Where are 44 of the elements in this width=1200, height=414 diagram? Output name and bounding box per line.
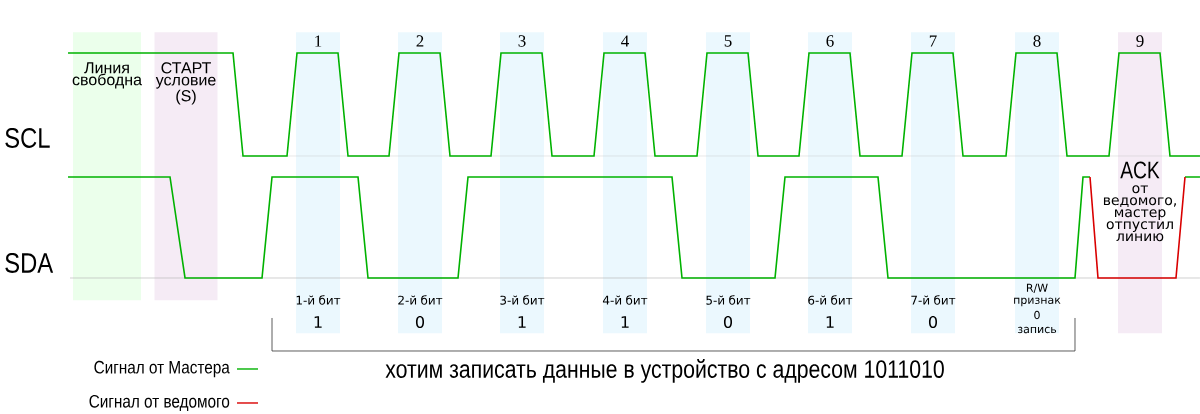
bit-label: 6-й бит	[808, 295, 853, 305]
bit-label: 0	[928, 315, 937, 329]
time-band	[398, 32, 443, 334]
bit-label: 0	[1034, 310, 1040, 320]
bit-label: 7-й бит	[911, 295, 956, 305]
time-band	[1103, 32, 1176, 334]
bit-number: 4	[621, 35, 629, 47]
bit-label: 4-й бит	[602, 295, 648, 305]
time-band	[1014, 32, 1061, 334]
bit-label: 1	[621, 316, 629, 328]
time-band	[500, 32, 545, 334]
bit-number: 5	[724, 35, 732, 47]
bit-label: 1-й бит	[296, 295, 341, 305]
bit-number: 6	[826, 35, 834, 47]
bit-label: 1	[518, 316, 526, 328]
bit-number: 8	[1033, 35, 1041, 47]
bit-label: 1	[826, 316, 834, 328]
time-band	[911, 32, 956, 334]
band-label: Линия свободна	[72, 62, 142, 89]
legend-entry: Сигнал от Мастера	[94, 360, 259, 378]
bit-label: 2-й бит	[398, 295, 443, 305]
ack-label: ACK	[1120, 161, 1160, 179]
time-band	[602, 32, 648, 334]
bit-number: 1	[315, 35, 322, 47]
bit-number: 9	[1136, 35, 1144, 47]
band-label: СТАРТ условие (S)	[155, 62, 216, 105]
bit-label: 5-й бит	[706, 295, 751, 305]
time-band	[706, 32, 751, 334]
time-band	[296, 32, 341, 334]
legend-entry: Сигнал от ведомого	[89, 394, 259, 412]
time-band	[808, 32, 853, 334]
time-band	[154, 32, 218, 301]
bit-number: 3	[518, 35, 526, 47]
bit-label: 1	[314, 316, 322, 328]
time-band	[72, 32, 142, 301]
bracket-caption: хотим записать данные в устройство с адресом 1011010	[385, 359, 944, 383]
bit-label: 0	[415, 315, 425, 329]
bit-label: 0	[723, 315, 733, 329]
bit-number: 2	[416, 35, 424, 47]
bit-number: 7	[929, 35, 937, 47]
bit-label: R/W признак	[1014, 283, 1061, 307]
bit-label: запись	[1018, 326, 1057, 334]
ack-note: от ведомого, мастер отпустил линию	[1103, 185, 1176, 242]
bit-label: 3-й бит	[500, 295, 545, 305]
